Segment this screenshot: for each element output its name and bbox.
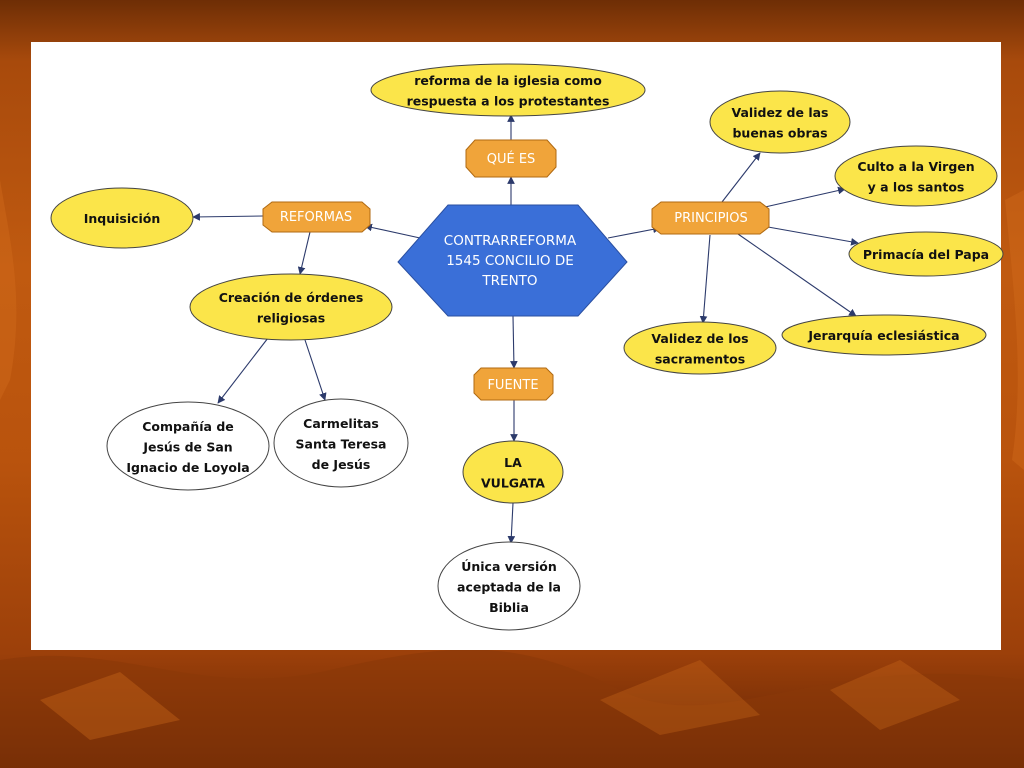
edge-ordenes-carmelitas	[304, 339, 327, 401]
link-que-es: QUÉ ES	[465, 139, 557, 178]
concept-jerarquia-label: Jerarquía eclesiástica	[807, 328, 959, 343]
link-reformas: REFORMAS	[262, 201, 371, 233]
link-fuente: FUENTE	[473, 367, 554, 401]
edge-principios-culto	[764, 186, 846, 208]
concept-inquisicion: Inquisición	[50, 187, 194, 249]
link-fuente-label: FUENTE	[487, 378, 538, 393]
edge-principios-jerarquia	[737, 233, 857, 317]
edge-vulgata-biblia	[507, 502, 516, 544]
edges	[192, 114, 859, 544]
edge-reformas-inquisicion	[192, 213, 264, 221]
concept-jerarquia: Jerarquía eclesiástica	[781, 314, 987, 356]
link-que-es-label: QUÉ ES	[487, 151, 536, 167]
link-principios: PRINCIPIOS	[651, 201, 770, 235]
link-principios-label: PRINCIPIOS	[674, 211, 748, 226]
edge-ordenes-compania	[217, 337, 269, 404]
link-reformas-label: REFORMAS	[280, 210, 352, 225]
edge-center-principios	[607, 225, 661, 239]
edge-reformas-ordenes	[297, 231, 311, 275]
edge-principios-primacia	[767, 226, 859, 246]
edge-principios-buenas-obras	[721, 152, 761, 203]
concept-primacia-label: Primacía del Papa	[863, 247, 989, 262]
edge-center-fuente	[510, 315, 518, 369]
concept-primacia: Primacía del Papa	[848, 231, 1004, 277]
edge-principios-sacramentos	[699, 234, 711, 324]
edge-center-reformas	[364, 223, 421, 239]
concept-inquisicion-label: Inquisición	[84, 211, 161, 226]
